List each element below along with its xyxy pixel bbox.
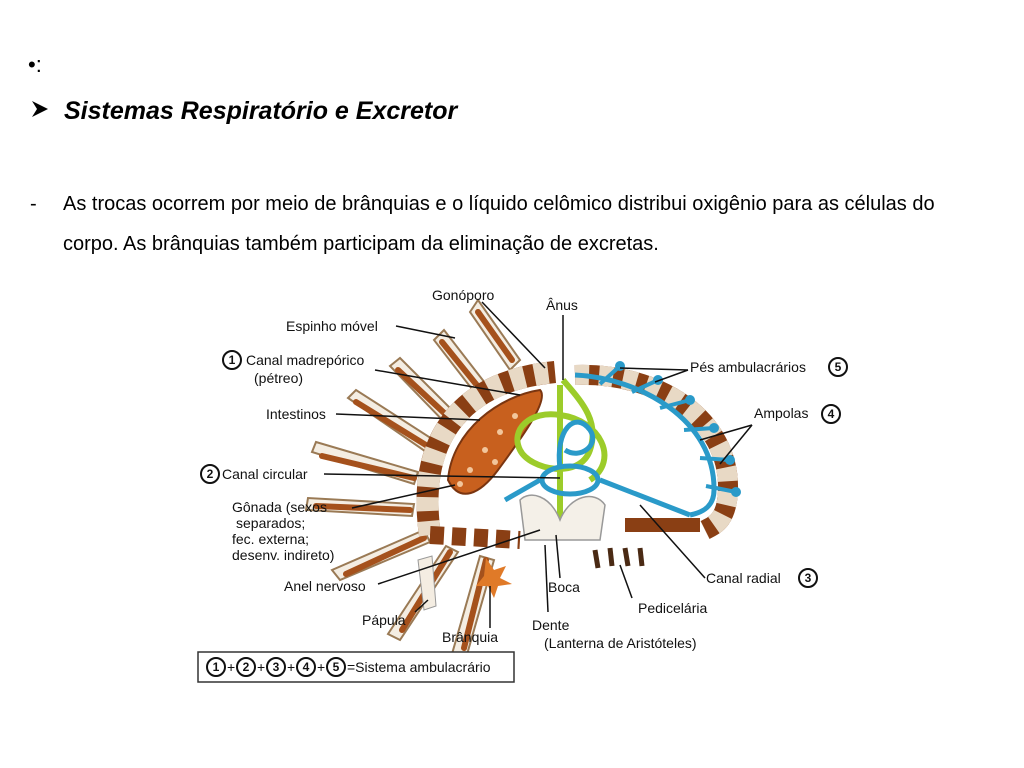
pedicellariae <box>592 547 645 569</box>
leader-lines <box>323 301 753 628</box>
aristotle-lantern <box>519 494 606 541</box>
heading-text: Sistemas Respiratório e Excretor <box>64 97 458 125</box>
legend-n4: 4 <box>303 660 310 674</box>
label-gonoporo: Gonóporo <box>432 287 494 303</box>
legend-n1: 1 <box>213 660 220 674</box>
slide-heading: Sistemas Respiratório e Excretor <box>30 97 457 126</box>
number-2-text: 2 <box>207 467 214 481</box>
label-pedicelaria: Pedicelária <box>638 600 707 616</box>
label-pes-ambulacrarios: Pés ambulacrários <box>690 359 806 375</box>
label-gonada-2: separados; <box>236 515 305 531</box>
label-gonada-3: fec. externa; <box>232 531 309 547</box>
legend-n5: 5 <box>333 660 340 674</box>
label-canal-madreporico: Canal madrepórico <box>246 352 364 368</box>
number-4-icon <box>821 404 841 424</box>
label-branquia: Brânquia <box>442 629 498 645</box>
number-5-text: 5 <box>835 360 842 374</box>
number-3-icon <box>798 568 818 588</box>
number-5-icon <box>828 357 848 377</box>
legend-text: =Sistema ambulacrário <box>347 659 491 675</box>
label-anel-nervoso: Anel nervoso <box>284 578 366 594</box>
label-dente: Dente <box>532 617 570 633</box>
label-papula: Pápula <box>362 612 406 628</box>
slide-bullet: •: <box>28 52 42 77</box>
legend-n3: 3 <box>273 660 280 674</box>
legend-plus-4: + <box>317 659 325 675</box>
paragraph-dash: - <box>30 193 37 215</box>
number-3-text: 3 <box>805 571 812 585</box>
label-lanterna: (Lanterna de Aristóteles) <box>544 635 697 651</box>
label-petreo: (pétreo) <box>254 370 303 386</box>
number-1-text: 1 <box>229 353 236 367</box>
paragraph-text: As trocas ocorrem por meio de brânquias … <box>63 193 935 255</box>
spine-cores <box>313 309 515 651</box>
label-canal-radial: Canal radial <box>706 570 781 586</box>
label-ampolas: Ampolas <box>754 405 808 421</box>
arrow-bullet-icon <box>30 99 52 125</box>
label-boca: Boca <box>548 579 580 595</box>
label-espinho-movel: Espinho móvel <box>286 318 378 334</box>
legend-plus-3: + <box>287 659 295 675</box>
branchia <box>476 558 512 598</box>
number-1-icon <box>222 350 242 370</box>
label-intestinos: Intestinos <box>266 406 326 422</box>
label-gonada-4: desenv. indireto) <box>232 547 334 563</box>
number-2-icon <box>200 464 220 484</box>
legend-plus-1: + <box>227 659 235 675</box>
legend-n2: 2 <box>243 660 250 674</box>
body-paragraph: - As trocas ocorrem por meio de brânquia… <box>30 184 990 264</box>
label-canal-circular: Canal circular <box>222 466 308 482</box>
number-4-text: 4 <box>828 407 835 421</box>
legend-plus-2: + <box>257 659 265 675</box>
legend-ambulacral-system: 1 + 2 + 3 + 4 + 5 =Sistema ambulacrário <box>197 651 515 683</box>
label-gonada: Gônada (sexos <box>232 499 327 515</box>
label-anus: Ânus <box>546 297 578 313</box>
